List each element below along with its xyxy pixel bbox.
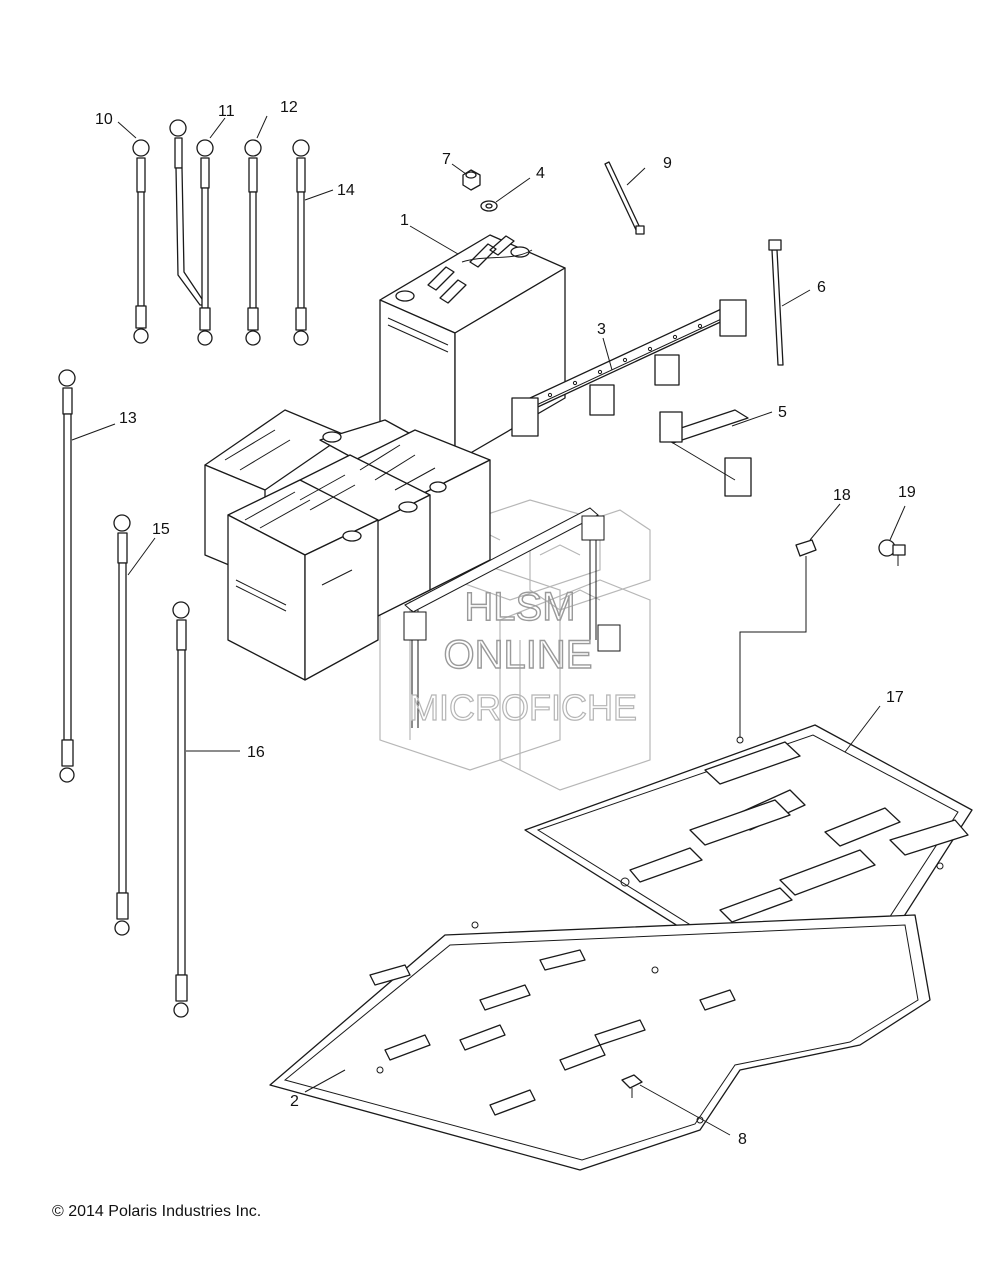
- ghost-battery-bank: [379, 499, 651, 791]
- watermark-line1: HLSM: [464, 585, 575, 629]
- callout-15: 15: [152, 521, 170, 538]
- part-7-nut[interactable]: [463, 170, 480, 190]
- part-9-hold-down-rod[interactable]: [605, 162, 644, 234]
- part-16-cable[interactable]: [173, 602, 189, 1017]
- part-19-clamp[interactable]: [879, 540, 905, 566]
- part-1-battery[interactable]: [380, 235, 565, 462]
- callout-11: 11: [218, 103, 235, 120]
- ghost-hold-down-bracket: [403, 507, 621, 728]
- part-5-short-bracket[interactable]: [660, 410, 751, 496]
- callout-4: 4: [536, 165, 545, 182]
- part-14-cable[interactable]: [293, 140, 309, 345]
- part-10-cable[interactable]: [133, 140, 149, 343]
- watermark: HLSM ONLINE MICROFICHE: [408, 584, 637, 728]
- callout-9: 9: [663, 155, 672, 172]
- part-6-hold-down-rod[interactable]: [769, 240, 783, 365]
- part-12-cable[interactable]: [245, 140, 261, 345]
- part-8-bolt[interactable]: [622, 1075, 642, 1098]
- callout-6: 6: [817, 279, 826, 296]
- callout-3: 3: [597, 321, 606, 338]
- callout-7: 7: [442, 151, 451, 168]
- callout-12: 12: [280, 99, 298, 116]
- callout-17: 17: [886, 689, 904, 706]
- battery-group: [205, 410, 490, 680]
- part-4-washer[interactable]: [481, 201, 497, 211]
- watermark-line2: ONLINE: [444, 633, 593, 677]
- callout-18: 18: [833, 487, 851, 504]
- callout-8: 8: [738, 1131, 747, 1148]
- part-11-cable[interactable]: [170, 120, 213, 345]
- part-3-hold-down-bracket[interactable]: [512, 300, 746, 436]
- part-18-push-clip[interactable]: [796, 540, 816, 566]
- watermark-line3: MICROFICHE: [409, 687, 637, 728]
- callout-2: 2: [290, 1093, 299, 1110]
- callout-leaders: [71, 115, 906, 1136]
- callout-16: 16: [247, 744, 265, 761]
- part-13-cable[interactable]: [59, 370, 75, 782]
- callout-5: 5: [778, 404, 787, 421]
- callout-1: 1: [400, 212, 409, 229]
- callout-numbers: 10 11 12 14 7 4 1 9 6 3 5 13 15 16 18 19…: [95, 99, 916, 1148]
- callout-19: 19: [898, 484, 916, 501]
- copyright-notice: © 2014 Polaris Industries Inc.: [52, 1203, 262, 1220]
- callout-14: 14: [337, 182, 355, 199]
- callout-13: 13: [119, 410, 137, 427]
- part-15-cable[interactable]: [114, 515, 130, 935]
- callout-10: 10: [95, 111, 113, 128]
- part-2-base-plate[interactable]: [270, 915, 930, 1170]
